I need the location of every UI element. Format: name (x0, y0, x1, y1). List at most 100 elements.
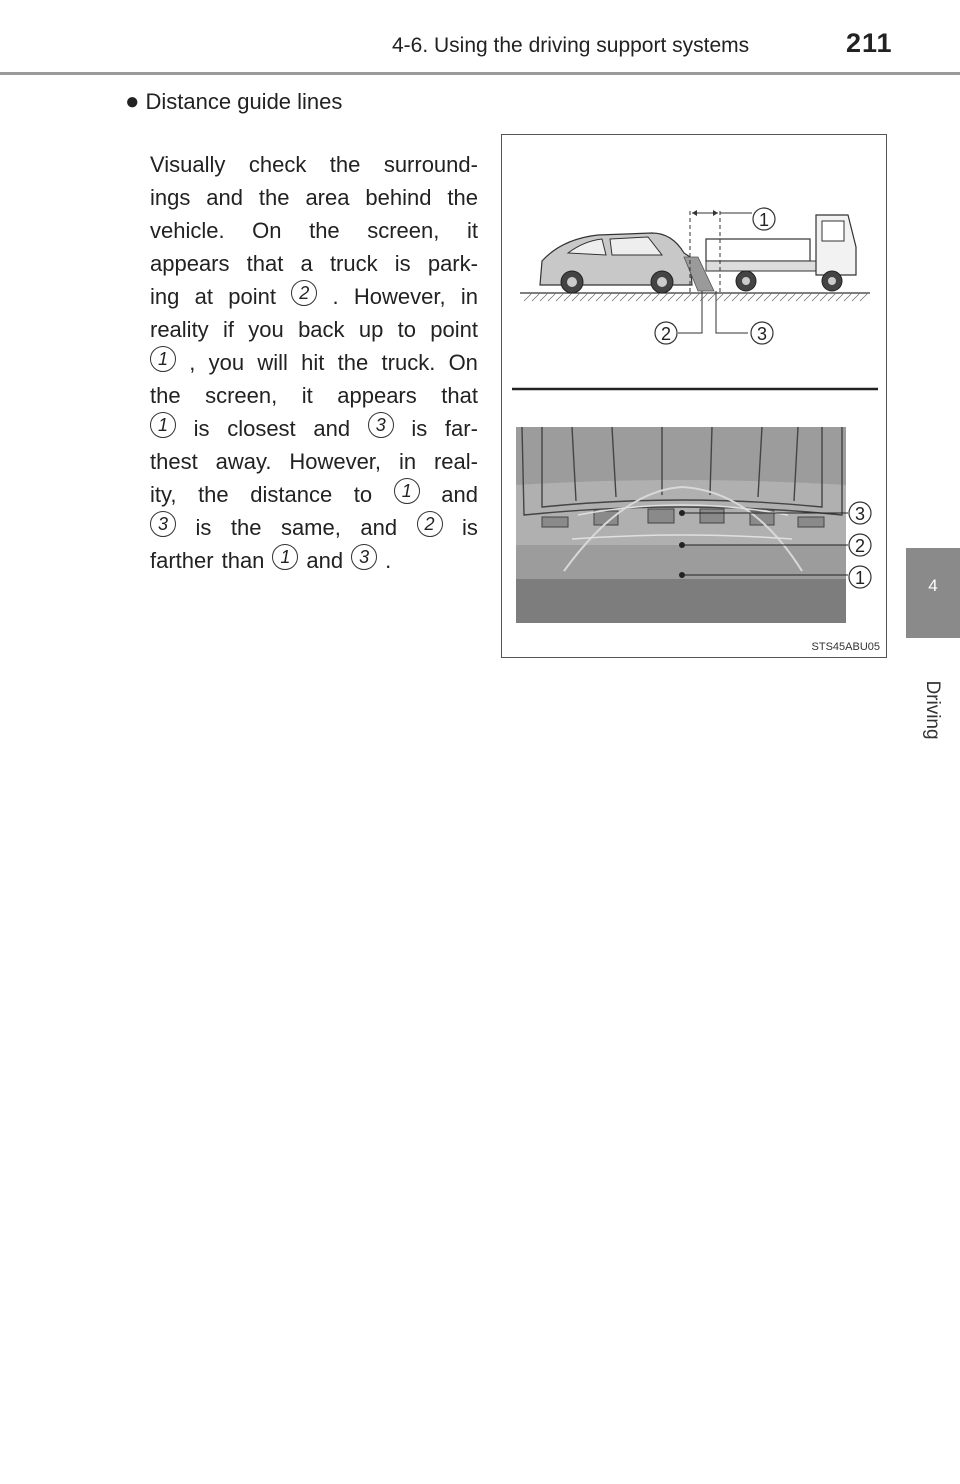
paragraph-word: check (248, 152, 307, 177)
paragraph-word: in (460, 284, 478, 309)
paragraph-word: . (385, 548, 392, 573)
point-marker-1: 1 (150, 346, 176, 372)
paragraph-word: screen, (205, 383, 278, 408)
paragraph-word: away. (215, 449, 272, 474)
paragraph-word: appears (150, 251, 230, 276)
paragraph-word: behind (365, 185, 432, 210)
paragraph-word: the (230, 515, 262, 540)
truck-icon (705, 214, 857, 292)
point-marker-1: 1 (150, 412, 176, 438)
paragraph-word: at (194, 284, 213, 309)
paragraph-word: truck. (381, 350, 436, 375)
paragraph-word: On (252, 218, 282, 243)
point-marker-3: 3 (367, 412, 394, 438)
car-icon (539, 232, 693, 294)
figure: 1 2 3 (501, 134, 887, 658)
paragraph-word: to (397, 317, 416, 342)
paragraph-word: is (193, 416, 210, 441)
paragraph-word: back (298, 317, 345, 342)
paragraph-word: reality (150, 317, 209, 342)
callout-3-top: 1 (759, 210, 769, 230)
paragraph-word: than (221, 548, 265, 573)
paragraph-word: park- (427, 251, 478, 276)
paragraph-word: if (222, 317, 234, 342)
page-number: 211 (846, 28, 893, 58)
paragraph-word: same, (280, 515, 341, 540)
paragraph-line: ity, the distance to 1 and (150, 478, 478, 511)
paragraph-word: is (195, 515, 212, 540)
section-title: Distance guide lines (145, 89, 343, 114)
point-marker-2: 2 (416, 511, 443, 537)
paragraph-word: you (208, 350, 245, 375)
chapter-number: 4 (928, 576, 938, 595)
callout-3-bottom: 3 (855, 504, 865, 524)
paragraph-word: far- (444, 416, 478, 441)
point-marker-3: 3 (150, 511, 176, 537)
paragraph-word: vehicle. (150, 218, 225, 243)
paragraph-word: screen, (367, 218, 440, 243)
paragraph-word: will (257, 350, 288, 375)
paragraph-word: and (206, 185, 243, 210)
chapter-tab[interactable]: 4 (906, 548, 960, 638)
paragraph-word: However, (289, 449, 382, 474)
paragraph-word: the (329, 152, 361, 177)
paragraph-word: truck (329, 251, 378, 276)
paragraph-word: appears (337, 383, 417, 408)
paragraph-word: the (198, 482, 229, 507)
chapter-label: Driving (922, 680, 943, 740)
bullet-icon: ● (125, 88, 140, 115)
paragraph-word: and (441, 482, 478, 507)
paragraph-word: is (394, 251, 411, 276)
paragraph-word: real- (433, 449, 478, 474)
paragraph-word: point (430, 317, 478, 342)
paragraph-word: that (246, 251, 284, 276)
paragraph-word: and (360, 515, 398, 540)
paragraph-word: However, (353, 284, 446, 309)
paragraph-word: ity, (150, 482, 177, 507)
paragraph-word: . (332, 284, 339, 309)
point-marker-1: 1 (393, 478, 420, 504)
paragraph-word: , (189, 350, 196, 375)
paragraph-word: up (358, 317, 384, 342)
guide-lines-illustration: 1 2 3 (512, 207, 878, 623)
paragraph-word: On (448, 350, 478, 375)
paragraph-word: is (411, 416, 428, 441)
paragraph-word: and (306, 548, 344, 573)
header-title: 4-6. Using the driving support systems (392, 34, 750, 57)
paragraph-word: it (466, 218, 478, 243)
point-marker-1: 1 (272, 544, 299, 570)
paragraph-word: distance (250, 482, 333, 507)
paragraph-word: and (313, 416, 351, 441)
paragraph-word: area (305, 185, 350, 210)
paragraph-word: the (337, 350, 369, 375)
paragraph-word: to (353, 482, 373, 507)
paragraph-line: vehicle. On the screen, it (150, 214, 478, 247)
paragraph-word: you (248, 317, 284, 342)
paragraph-line: farther than 1 and 3. (150, 544, 478, 577)
paragraph-line: Visually check the surround- (150, 148, 478, 181)
paragraph-word: Visually (150, 152, 226, 177)
paragraph-word: point (228, 284, 276, 309)
paragraph-word: farther (150, 548, 214, 573)
paragraph-word: that (441, 383, 478, 408)
paragraph-word: thest (150, 449, 198, 474)
point-marker-2: 2 (291, 280, 318, 306)
paragraph-word: ing (150, 284, 180, 309)
paragraph-word: the (258, 185, 290, 210)
paragraph-word: surround- (383, 152, 478, 177)
paragraph-word: hit (301, 350, 325, 375)
point-marker-3: 3 (351, 544, 378, 570)
paragraph-word: the (309, 218, 340, 243)
figure-code: STS45ABU05 (811, 641, 880, 653)
callout-2-top: 3 (757, 324, 767, 344)
callout-1-top: 2 (661, 324, 671, 344)
